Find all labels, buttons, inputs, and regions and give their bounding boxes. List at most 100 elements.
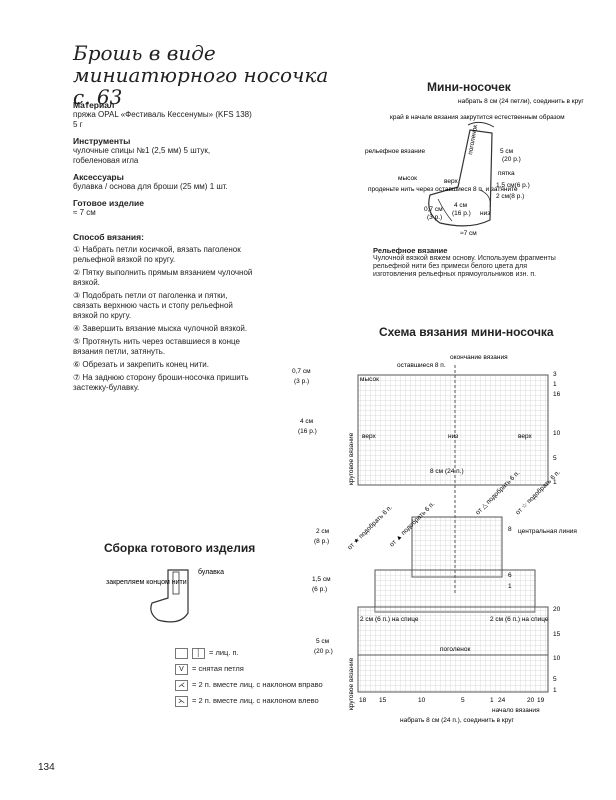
scheme-start-label: начало вязания [492, 707, 540, 714]
legend-text: = 2 п. вместе лиц. с наклоном вправо [192, 680, 323, 689]
mini-w4r-label: (16 р.) [452, 210, 471, 217]
page-number: 134 [38, 762, 55, 773]
mini-toe-label: мысок [398, 175, 417, 182]
symbol-legend: │ = лиц. п. V = снятая петля ⋌ = 2 п. вм… [175, 645, 323, 709]
svg-text:1: 1 [553, 687, 557, 694]
legend-item: ⋋ = 2 п. вместе лиц. с наклоном влево [175, 693, 323, 709]
method-step-4: ④ Завершить вязание мыска чулочной вязко… [73, 324, 248, 333]
assembly-illustration: булавка закрепляем концом нити [106, 568, 224, 623]
materials-text: пряжа OPAL «Фестиваль Кессенумы» (KFS 13… [73, 110, 252, 129]
scheme-h2: 2 см [316, 528, 330, 535]
mini-top-label: верх [444, 178, 459, 185]
svg-text:18: 18 [359, 697, 367, 704]
scheme-h15r: (6 р.) [312, 586, 327, 593]
svg-text:5: 5 [553, 455, 557, 462]
legend-text: = снятая петля [192, 664, 244, 673]
scheme-sole-label: низ [448, 433, 458, 440]
svg-text:1: 1 [508, 583, 512, 590]
scheme-title: Схема вязания мини-носочка [379, 325, 554, 339]
method-step-5: ⑤ Протянуть нить через оставшиеся в конц… [73, 337, 240, 356]
legend-text: = лиц. п. [209, 648, 239, 657]
scheme-h07r: (3 р.) [294, 378, 309, 385]
assembly-title: Сборка готового изделия [104, 541, 256, 555]
sock-cuff-roll [467, 121, 495, 128]
svg-text:5: 5 [461, 697, 465, 704]
scheme-left8-label: оставшиеся 8 п. [397, 362, 446, 369]
scheme-top-label: верх [362, 433, 377, 440]
mini-heel-label: пятка [498, 170, 515, 177]
svg-text:15: 15 [379, 697, 387, 704]
scheme-central-label: центральная линия [518, 528, 577, 535]
legend-symbol: ⋌ [175, 679, 188, 691]
accessories-text: булавка / основа для броши (25 мм) 1 шт. [73, 182, 228, 191]
relief-note: Рельефное вязание Чулочной вязкой вяжем … [373, 247, 563, 279]
mini-h2-label: 2 см(8 р.) [496, 193, 524, 200]
svg-text:1: 1 [490, 697, 494, 704]
svg-text:10: 10 [418, 697, 426, 704]
svg-text:16: 16 [553, 391, 561, 398]
finished-heading: Готовое изделие [73, 198, 144, 208]
toe-line [437, 198, 453, 222]
mini-w4-label: 4 см [454, 202, 468, 209]
title-line-2: миниатюрного носочка с. 63 [73, 63, 329, 109]
scheme-toe-section [357, 374, 549, 486]
assembly-sock [150, 569, 189, 623]
assembly-fix-label: закрепляем концом нити [106, 579, 187, 586]
scheme-h5r: (20 р.) [314, 648, 333, 655]
legend-item: V = снятая петля [175, 661, 323, 677]
materials-heading: Материал [73, 100, 115, 110]
scheme-h15: 1,5 см [312, 576, 331, 583]
relief-text: Чулочной вязкой вяжем основу. Используем… [373, 255, 556, 278]
heel-line [479, 189, 491, 208]
mini-pull-label: проденьте нить через оставшиеся 8 п. и з… [368, 186, 518, 193]
scheme-toe-label: мысок [360, 376, 379, 383]
svg-text:10: 10 [553, 430, 561, 437]
method-heading: Способ вязания: [73, 232, 144, 242]
scheme-h07: 0,7 см [292, 368, 311, 375]
method-step-2: ② Пятку выполнить прямым вязанием чулочн… [73, 268, 253, 287]
empty-cell-icon [175, 647, 188, 659]
scheme-top-label-right: верх [518, 433, 533, 440]
method-step-3: ③ Подобрать петли от паголенка и пятки, … [73, 291, 233, 320]
scheme-round-label-2: круговое вязание [348, 657, 355, 710]
sock-outline [428, 129, 493, 227]
svg-text:20: 20 [553, 606, 561, 613]
scheme-h2r: (8 р.) [314, 538, 329, 545]
legend-symbol: ⋋ [175, 695, 188, 707]
mini-relief-label: рельефное вязание [365, 148, 425, 155]
scheme-cuff-section [357, 606, 549, 693]
svg-text:1: 1 [553, 479, 557, 486]
scheme-right-row-numbers: 3 1 16 10 5 1 8 6 1 20 15 10 5 1 [508, 371, 561, 694]
knitting-scheme: окончание вязания оставшиеся 8 п. мысок … [292, 354, 577, 724]
scheme-heel-section [411, 516, 503, 578]
mini-sole-label: низ [480, 210, 490, 217]
tools-text-2: гобеленовая игла [73, 156, 139, 165]
mini-h5r-label: (20 р.) [502, 156, 521, 163]
mini-cast-label: набрать 8 см (24 петли), соединить в кру… [458, 97, 584, 105]
method-step-7: ⑦ На заднюю сторону броши-носочка пришит… [73, 373, 249, 392]
legend-item: ⋌ = 2 п. вместе лиц. с наклоном вправо [175, 677, 323, 693]
scheme-end-label: окончание вязания [450, 354, 508, 361]
method-step-6: ⑥ Обрезать и закрепить конец нити. [73, 360, 209, 369]
assembly-pin-label: булавка [198, 568, 224, 576]
mini-sock-title: Мини-носочек [427, 80, 511, 94]
mini-edge-label: край в начале вязания закрутится естеств… [390, 113, 565, 121]
accessories-heading: Аксессуары [73, 172, 124, 182]
legend-text: = 2 п. вместе лиц. с наклоном влево [192, 696, 319, 705]
scheme-needle-left: 2 см (6 п.) на спице [360, 616, 419, 623]
svg-text:15: 15 [553, 631, 561, 638]
title-line-1: Брошь в виде [73, 41, 216, 65]
scheme-w8-label: 8 см (24 п.) [430, 468, 464, 475]
scheme-bottom-stitch-numbers: 18 15 10 5 1 24 20 19 [359, 697, 545, 704]
mini-cuff-label: поголенок [467, 124, 479, 155]
scheme-cast-label: набрать 8 см (24 п.), соединить в круг [400, 716, 515, 724]
mini-w7-label: ≈7 см [460, 230, 477, 237]
assembly-pin [172, 571, 180, 595]
svg-text:1: 1 [553, 381, 557, 388]
mini-h5-label: 5 см [500, 148, 514, 155]
finished-text: ≈ 7 см [73, 208, 96, 217]
svg-text:24: 24 [498, 697, 506, 704]
scheme-needle-right: 2 см (6 п.) на спице [490, 616, 549, 623]
scheme-cuff-label: поголенок [440, 646, 470, 653]
scheme-round-label: круговое вязание [348, 432, 355, 485]
